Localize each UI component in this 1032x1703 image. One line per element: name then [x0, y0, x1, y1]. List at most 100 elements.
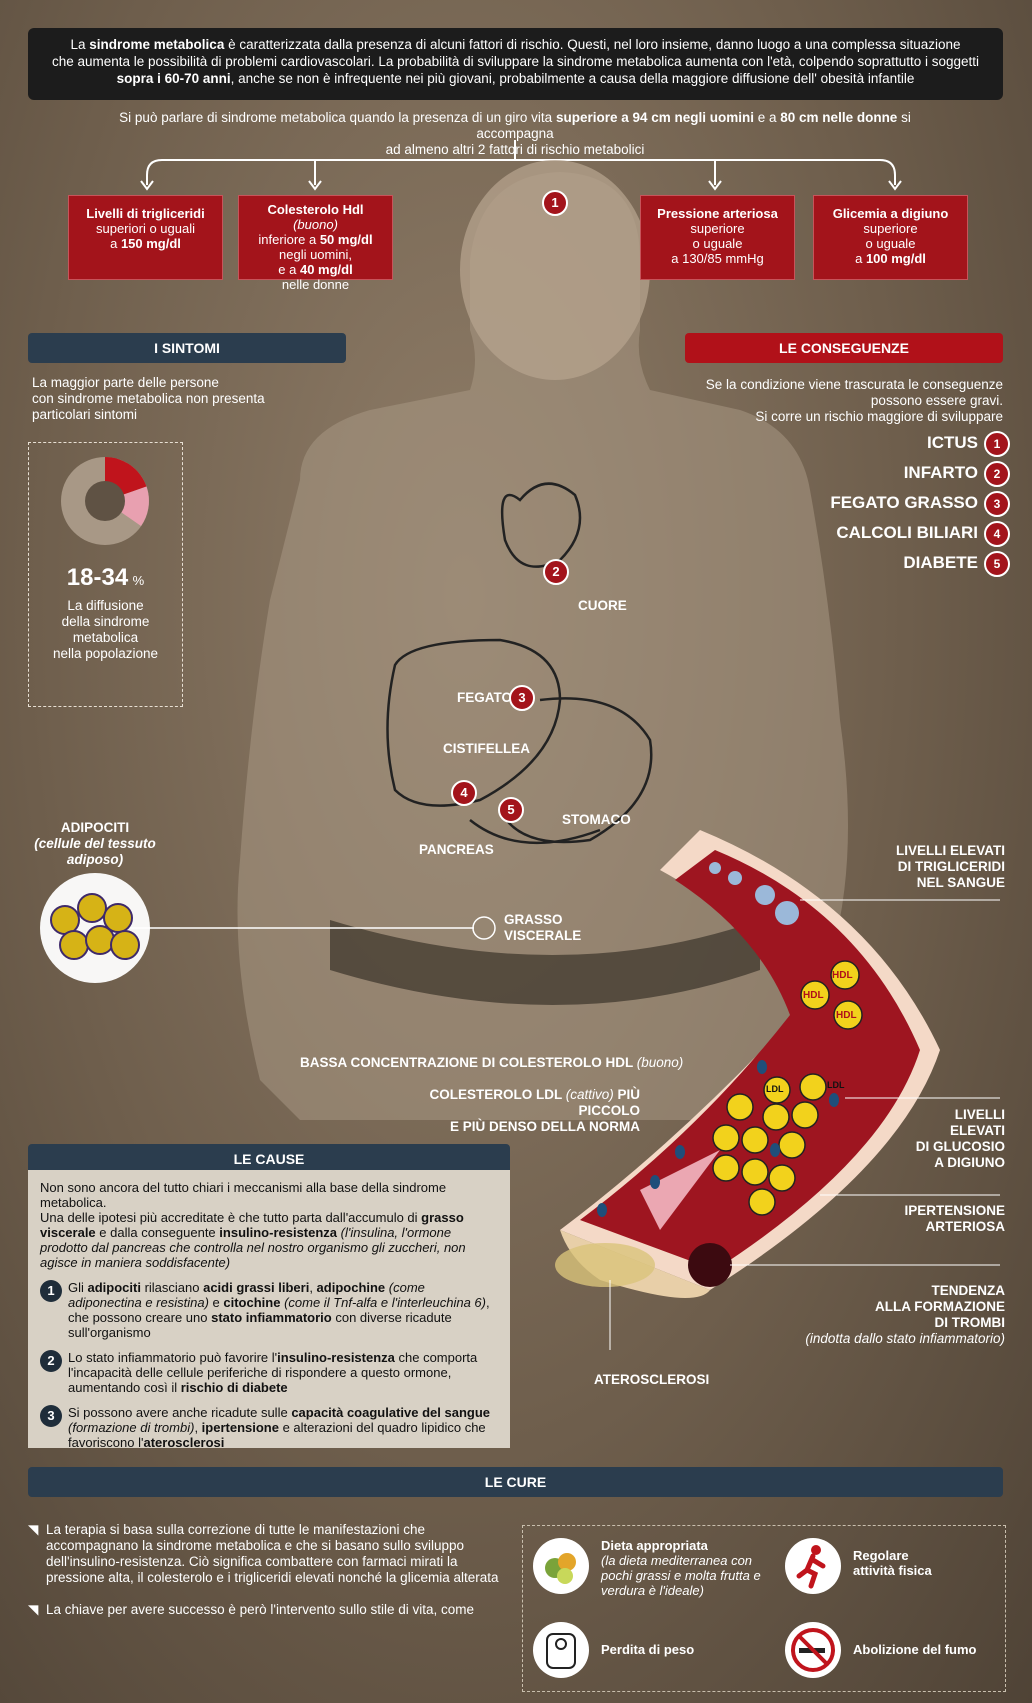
intro-bold: sindrome metabolica [89, 37, 225, 52]
causes-text: e dalla conseguente [95, 1225, 220, 1240]
factor-glycemia: Glicemia a digiuno superiore o uguale a … [813, 195, 968, 280]
label-line: LIVELLI ELEVATI [895, 843, 1005, 858]
label-hdl-low: BASSA CONCENTRAZIONE DI COLESTEROLO HDL … [300, 1055, 683, 1071]
hdl-particle [800, 980, 830, 1010]
factor-line: a [855, 251, 866, 266]
diet-icon [533, 1538, 589, 1594]
label-ldl: COLESTEROLO LDL (cattivo) PIÙ PICCOLO E … [395, 1087, 640, 1135]
stat-caption-line: La diffusione [67, 598, 144, 613]
factor-value: 40 mg/dl [299, 262, 353, 277]
bullet-icon: ◥ [28, 1602, 39, 1617]
factor-line: inferiore a [258, 232, 320, 247]
symptoms-line: con sindrome metabolica non presenta [32, 391, 265, 406]
cause-text: Lo stato infiammatorio può favorire l' [68, 1350, 278, 1365]
ldl-particle [791, 1101, 819, 1129]
consequences-line: Se la condizione viene trascurata le con… [705, 377, 1003, 392]
ldl-particle [741, 1158, 769, 1186]
stat-caption: La diffusione della sindrome metabolica … [29, 598, 182, 662]
consequence-number: 3 [984, 490, 1010, 517]
ldl-text: LDL [827, 1080, 845, 1090]
factor-pressure: Pressione arteriosa superiore o uguale a… [640, 195, 795, 280]
marker-1: 1 [542, 190, 568, 216]
ldl-particle [748, 1188, 776, 1216]
symptoms-line: La maggior parte delle persone [32, 375, 219, 390]
consequences-line: possono essere gravi. [870, 393, 1003, 408]
label-trombi: TENDENZA ALLA FORMAZIONE DI TROMBI (indo… [800, 1283, 1005, 1347]
scale-icon [533, 1622, 589, 1678]
label-line: VISCERALE [504, 928, 582, 943]
consequence-number: 5 [984, 550, 1010, 577]
stat-value: 18-34 % [29, 564, 182, 592]
factor-title-italic: (buono) [293, 217, 338, 232]
label-line: ELEVATI [949, 1123, 1005, 1138]
cause-text: Si possono avere anche ricadute sulle [68, 1405, 292, 1420]
prevalence-donut [61, 457, 149, 545]
factor-line: superiori o uguali [95, 221, 195, 236]
label-line: (cellule del tessuto [34, 836, 156, 851]
factor-line: a 130/85 mmHg [671, 251, 764, 266]
consequence-label: INFARTO [903, 463, 978, 482]
stat-number: 18-34 [66, 564, 129, 591]
label-line: BASSA CONCENTRAZIONE DI COLESTEROLO HDL [300, 1055, 637, 1070]
consequence-number: 2 [984, 460, 1010, 487]
cause-text: rilasciano [140, 1280, 204, 1295]
stat-caption-line: metabolica [72, 630, 139, 645]
bullet-icon: ◥ [28, 1522, 39, 1537]
factor-line: negli uomini, [279, 247, 352, 262]
cures-bullet-1: ◥ La terapia si basa sulla correzione di… [28, 1522, 508, 1586]
stats-panel: 18-34 % La diffusione della sindrome met… [28, 442, 183, 707]
causes-intro: Non sono ancora del tutto chiari i mecca… [40, 1180, 447, 1210]
causes-bold: grasso viscerale [40, 1210, 464, 1240]
cause-italic: (formazione di trombi) [68, 1420, 195, 1435]
label-line: ADIPOCITI [60, 820, 130, 835]
causes-box: Non sono ancora del tutto chiari i mecca… [28, 1170, 510, 1450]
intro-text: è caratterizzata dalla presenza di alcun… [224, 37, 961, 52]
running-icon [785, 1538, 841, 1594]
cause-italic: (come il Tnf-alfa e l'interleuchina 6) [280, 1295, 486, 1310]
consequences-header: LE CONSEGUENZE [685, 333, 1003, 363]
factor-title: Colesterolo Hdl [267, 202, 364, 217]
ldl-particle [712, 1154, 740, 1182]
label-cuore: CUORE [578, 598, 627, 613]
cause-bold: stato infiammatorio [211, 1310, 332, 1325]
diet-desc: (la dieta mediterranea con pochi grassi … [601, 1553, 761, 1598]
factor-title: Livelli di trigliceridi [86, 206, 205, 221]
factor-line: a [110, 236, 121, 251]
ldl-text: LDL [766, 1084, 784, 1094]
hdl-text: HDL [832, 970, 853, 981]
ldl-particle [726, 1093, 754, 1121]
label-line: adiposo) [66, 852, 124, 867]
label-line: COLESTEROLO LDL [429, 1087, 566, 1102]
symptoms-header: I SINTOMI [28, 333, 346, 363]
criteria-bold: 80 cm nelle donne [780, 110, 898, 125]
label-pancreas: PANCREAS [419, 842, 494, 857]
intro-box: La sindrome metabolica è caratterizzata … [28, 28, 1003, 100]
criteria-part: e a [754, 110, 781, 125]
consequence-label: CALCOLI BILIARI [836, 523, 978, 542]
exercise-line: attività fisica [853, 1563, 932, 1578]
label-italic: (indotta dallo stato infiammatorio) [805, 1331, 1005, 1346]
donut-hole [85, 481, 125, 521]
symptoms-text: La maggior parte delle persone con sindr… [32, 375, 332, 423]
marker-3: 3 [509, 685, 535, 711]
ldl-particle [768, 1164, 796, 1192]
cause-number: 3 [40, 1405, 62, 1427]
label-italic: (cattivo) [565, 1087, 614, 1102]
label-line: E PIÙ DENSO DELLA NORMA [449, 1119, 640, 1134]
causes-intro: Una delle ipotesi più accreditate è che … [40, 1210, 498, 1270]
hdl-particle [830, 960, 860, 990]
cause-text: che comporta l'incapacità delle cellule … [68, 1350, 478, 1395]
causes-text: Una delle ipotesi più accreditate è che … [40, 1210, 422, 1225]
cause-number: 1 [40, 1280, 62, 1302]
label-stomaco: STOMACO [562, 812, 631, 827]
cause-italic: (come adiponectina e resistina) [68, 1280, 425, 1310]
cause-bold: ipertensione [201, 1420, 279, 1435]
factor-value: 100 mg/dl [865, 251, 926, 266]
cause-bold: rischio di diabete [180, 1380, 288, 1395]
cures-bullet-text: La terapia si basa sulla correzione di t… [46, 1522, 499, 1585]
smoking-text: Abolizione del fumo [853, 1642, 977, 1657]
